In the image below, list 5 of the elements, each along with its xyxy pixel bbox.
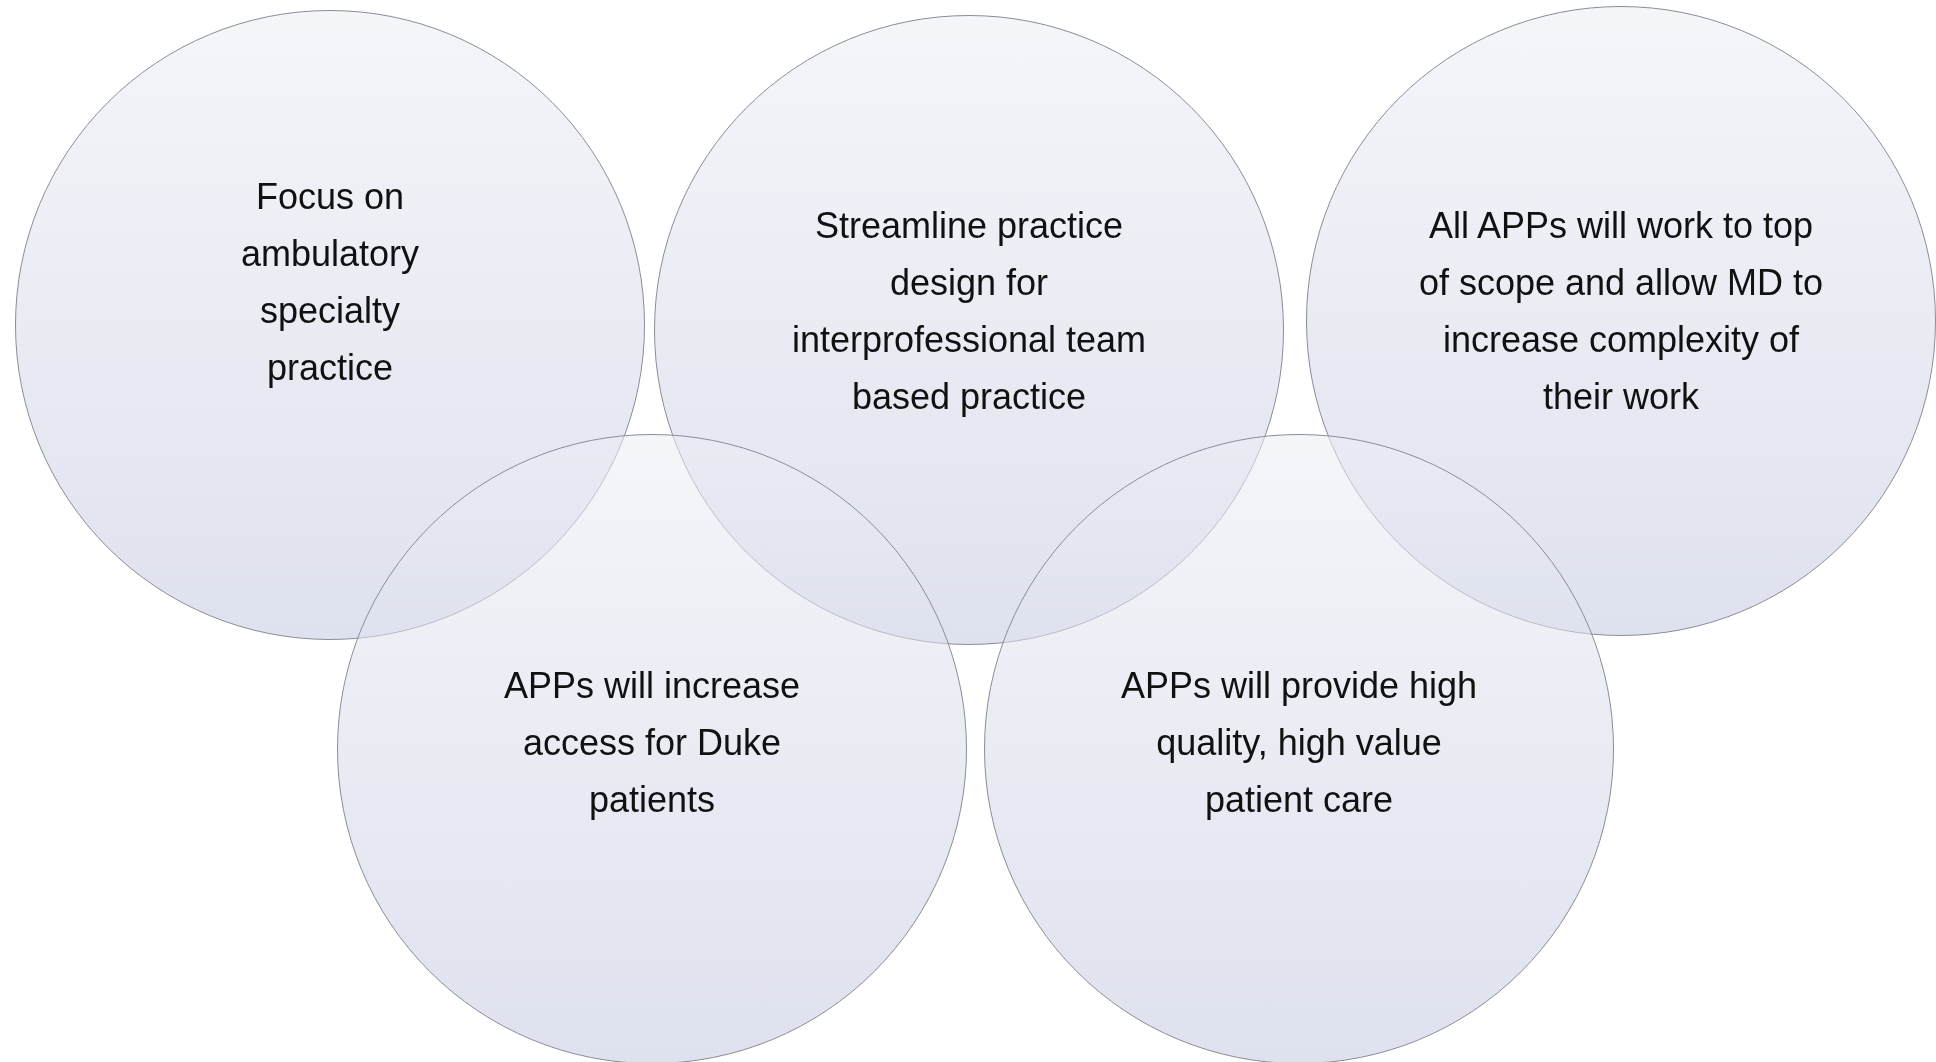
circle-text: APPs will provide high quality, high value patient care [1119, 663, 1479, 822]
circle-text: Focus on ambulatory specialty practice [239, 175, 421, 390]
circle-text: Streamline practice design for interprofessional team based practice [790, 204, 1148, 419]
circle-text: All APPs will work to top of scope and allow MD to increase complexity of their work [1417, 204, 1825, 419]
circle-text: APPs will increase access for Duke patients [502, 663, 802, 822]
